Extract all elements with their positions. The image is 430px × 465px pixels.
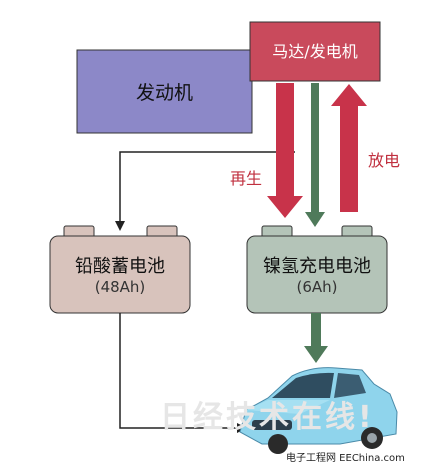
credit-text: 电子工程网 EEChina.com bbox=[286, 453, 405, 464]
car-front-wheel bbox=[268, 434, 288, 454]
car-hood bbox=[246, 400, 330, 414]
car-illustration bbox=[239, 367, 398, 454]
car-grille bbox=[252, 420, 292, 430]
battery-to-car-arrow bbox=[304, 313, 328, 363]
regen-arrow bbox=[267, 83, 303, 218]
engine-label: 发动机 bbox=[135, 82, 193, 104]
nimh-battery-capacity: (6Ah) bbox=[296, 278, 338, 296]
watermark-text: 日经技术在线! bbox=[160, 400, 375, 435]
car-windshield bbox=[272, 372, 334, 398]
motor-generator-box bbox=[249, 21, 381, 82]
nimh-battery-name: 镍氢充电电池 bbox=[263, 256, 371, 277]
discharge-arrow bbox=[331, 84, 367, 212]
regen-label: 再生 bbox=[230, 169, 263, 188]
motor-generator-label: 马达/发电机 bbox=[272, 42, 358, 61]
car-side-window bbox=[334, 373, 366, 398]
car-rear-wheel-hub bbox=[367, 433, 377, 443]
green-power-arrow bbox=[305, 83, 325, 227]
lead-battery-capacity: (48Ah) bbox=[94, 278, 146, 296]
connector-line-to-lead-battery bbox=[119, 151, 295, 222]
connector-arrowhead-lead-battery bbox=[115, 221, 125, 231]
engine-box bbox=[76, 49, 253, 134]
lead-battery-name: 铅酸蓄电池 bbox=[75, 256, 165, 277]
discharge-label: 放电 bbox=[368, 151, 401, 170]
lead-battery-to-car-line bbox=[119, 313, 238, 429]
